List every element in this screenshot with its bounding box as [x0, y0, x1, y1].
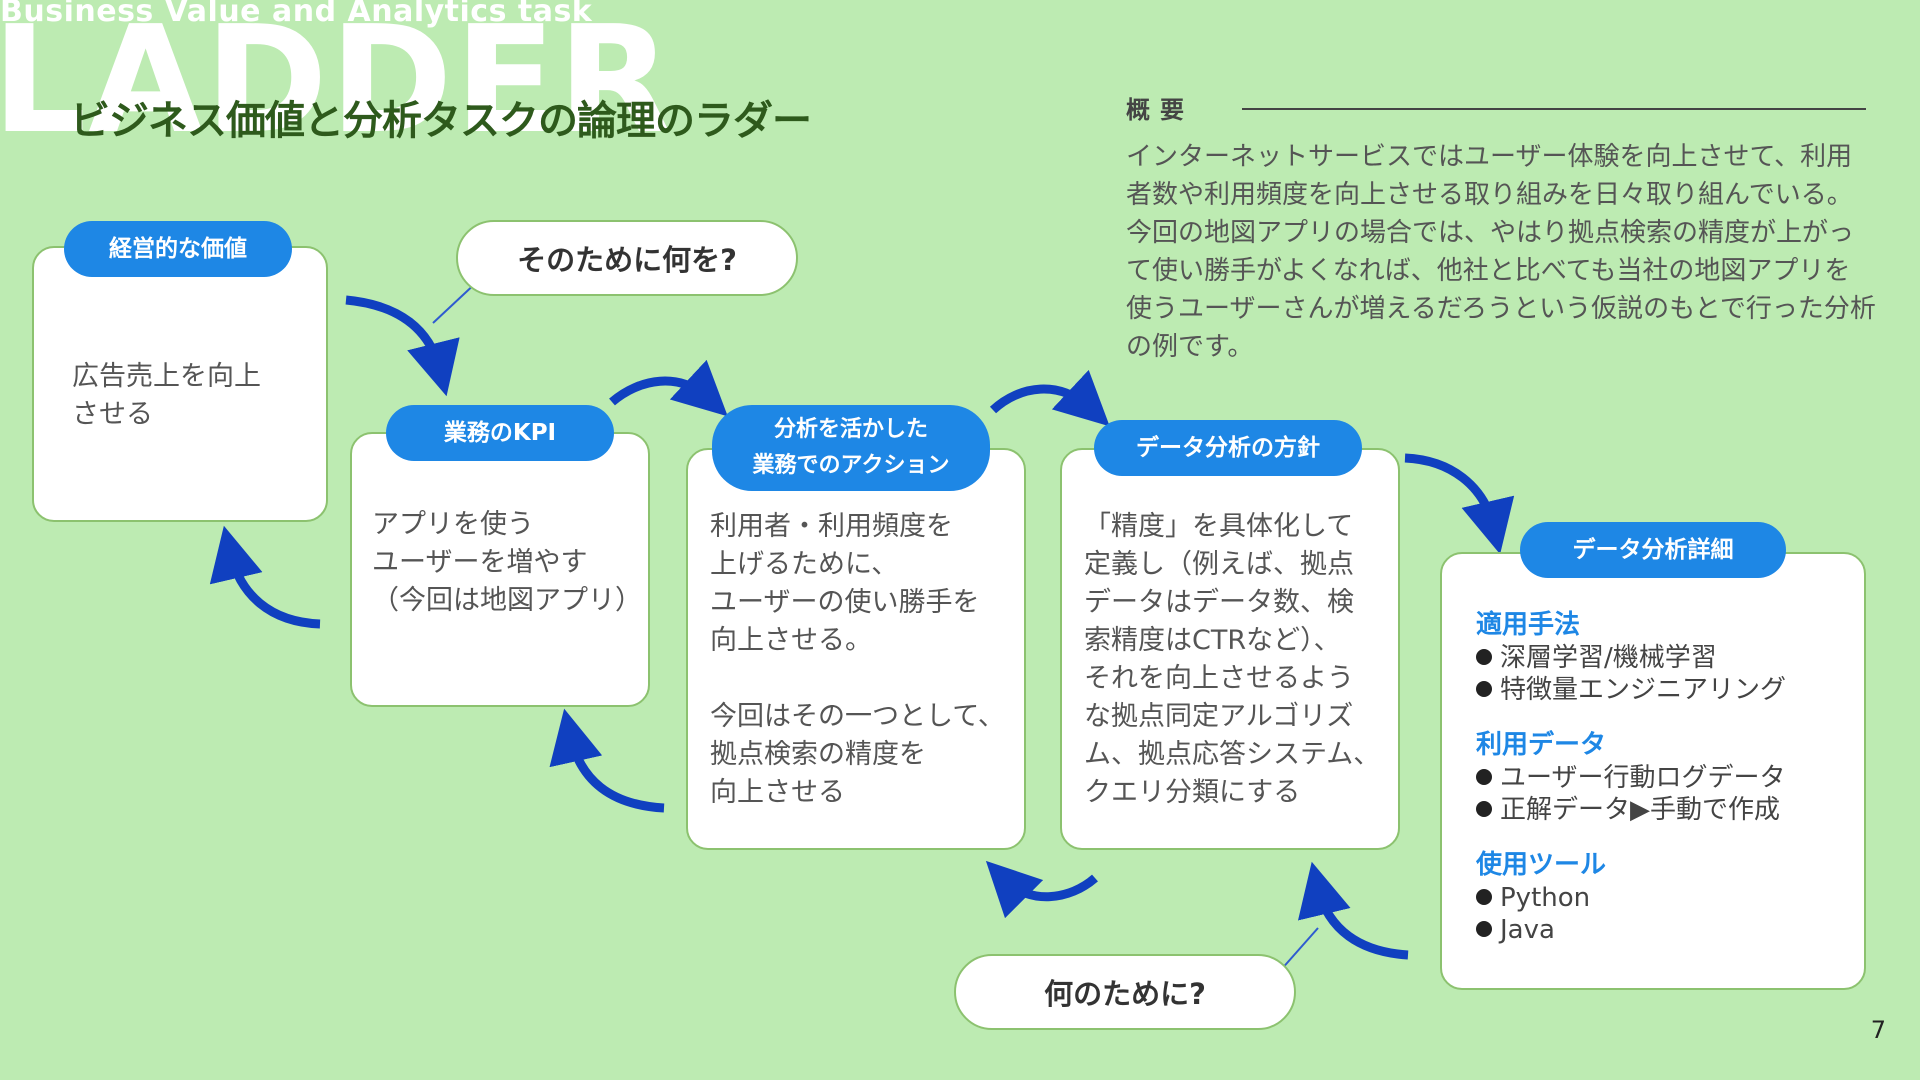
detail-heading-tools: 使用ツール [1476, 850, 1607, 880]
policy-label: データ分析の方針 [1094, 420, 1362, 476]
detail-item: Java [1476, 914, 1606, 946]
arrow-kpi-to-action [609, 359, 728, 417]
detail-item: 特徴量エンジニアリング [1476, 674, 1786, 706]
kpi-card-text: アプリを使う ユーザーを増やす （今回は地図アプリ） [372, 509, 642, 616]
page-title: ビジネス価値と分析タスクの論理のラダー [70, 98, 812, 144]
bullet-icon [1476, 648, 1492, 665]
kpi-card [350, 432, 650, 707]
detail-item: 正解データ▶手動で作成 [1476, 794, 1785, 826]
bubble-what-for: 何のために? [954, 954, 1296, 1030]
action-card-text: 利用者・利用頻度を 上げるために、 ユーザーの使い勝手を 向上させる。 今回はそ… [710, 511, 1005, 808]
bullet-icon [1476, 680, 1492, 697]
detail-section-data: 利用データ ユーザー行動ログデータ 正解データ▶手動で作成 [1476, 728, 1785, 826]
overview-divider [1242, 108, 1866, 110]
bullet-icon [1476, 768, 1492, 785]
page-number: 7 [1870, 1016, 1886, 1044]
detail-heading-data: 利用データ [1476, 730, 1607, 760]
detail-item: Python [1476, 882, 1606, 914]
arrow-policy-to-detail [1404, 453, 1515, 555]
bullet-icon [1476, 800, 1492, 817]
kpi-label: 業務のKPI [386, 405, 614, 461]
bubble-what-for-that: そのために何を? [456, 220, 798, 296]
arrow-action-to-kpi [549, 708, 665, 813]
watermark-subtitle: Business Value and Analytics task [0, 0, 593, 29]
arrow-action-to-policy [989, 369, 1110, 427]
overview-heading: 概要 [1126, 96, 1194, 124]
value-card [32, 246, 328, 522]
policy-card [1060, 448, 1400, 850]
bullet-icon [1476, 920, 1492, 937]
overview-body: インターネットサービスではユーザー体験を向上させて、利用者数や利用頻度を向上させ… [1126, 142, 1876, 362]
detail-item: ユーザー行動ログデータ [1476, 762, 1785, 794]
detail-heading-methods: 適用手法 [1476, 610, 1581, 640]
policy-card-text: 「精度」を具体化して 定義し（例えば、拠点 データはデータ数、検 索精度はCTR… [1084, 511, 1381, 808]
detail-item: 深層学習/機械学習 [1476, 642, 1786, 674]
value-card-text: 広告売上を向上 させる [72, 361, 261, 430]
action-card [686, 448, 1026, 850]
detail-label: データ分析詳細 [1520, 522, 1786, 578]
arrow-value-to-kpi [345, 295, 460, 397]
action-label: 分析を活かした 業務でのアクション [712, 405, 990, 491]
detail-card [1440, 552, 1866, 990]
arrow-detail-to-policy [1298, 861, 1409, 960]
value-label: 経営的な価値 [64, 221, 292, 277]
watermark-ladder: LADDER [0, 0, 674, 166]
bullet-icon [1476, 888, 1492, 905]
detail-section-methods: 適用手法 深層学習/機械学習 特徴量エンジニアリング [1476, 608, 1786, 706]
arrow-policy-to-action [985, 860, 1098, 919]
detail-section-tools: 使用ツール Python Java [1476, 848, 1606, 946]
arrow-kpi-to-value [209, 525, 321, 629]
